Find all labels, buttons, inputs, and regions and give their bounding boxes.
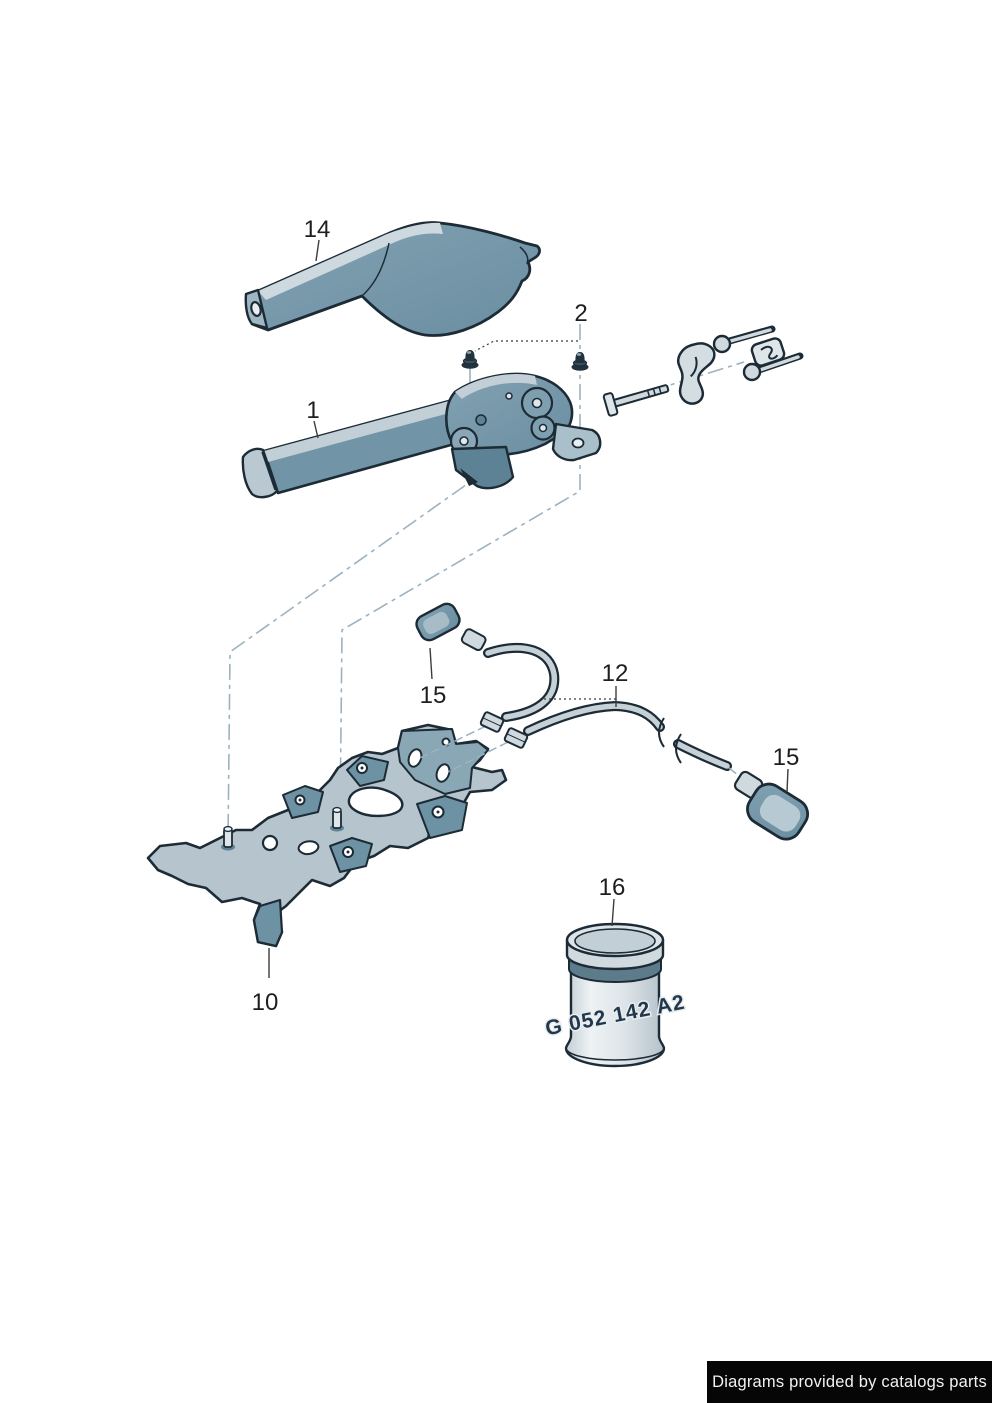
cable-end-fitting	[712, 325, 776, 354]
cable-ferrule	[503, 727, 529, 749]
part-label-12: 12	[602, 660, 629, 687]
cable-equalizer	[676, 342, 716, 405]
footer-credit-bar: Diagrams provided by catalogs parts	[707, 1361, 992, 1403]
part-label-10: 10	[252, 989, 279, 1016]
label-leader-lines	[268, 239, 789, 978]
part-label-2: 2	[574, 300, 587, 327]
cable-break-mark	[658, 717, 665, 748]
cable-break-mark	[675, 733, 682, 764]
grip-end-cap	[244, 288, 269, 330]
mounting-bracket	[146, 723, 508, 948]
grease-canister: G 052 142 A2	[542, 922, 689, 1068]
cable-fit-line	[447, 741, 509, 773]
handbrake-grip-cover	[244, 221, 541, 337]
bracket-stud	[221, 825, 235, 851]
part-label-14: 14	[304, 216, 331, 243]
bracket-stud	[330, 806, 344, 832]
part-label-15-front: 15	[420, 682, 447, 709]
handbrake-lever	[241, 372, 602, 499]
brake-cables	[479, 642, 732, 771]
cable-end-fitting	[742, 352, 804, 382]
footer-credit-text: Diagrams provided by catalogs parts	[712, 1372, 987, 1391]
cable-ferrule	[479, 711, 505, 733]
protective-cap-front	[415, 602, 487, 652]
part-label-1: 1	[306, 397, 319, 424]
part-label-16: 16	[599, 874, 626, 901]
clevis-pin	[602, 384, 670, 417]
pad-rivet-bumps	[294, 762, 445, 858]
cap-nut	[461, 350, 479, 369]
protective-cap-rear	[733, 770, 809, 841]
cap-nut	[571, 352, 589, 371]
part-label-15-rear: 15	[773, 744, 800, 771]
lever-grip-end-cap	[241, 447, 279, 499]
